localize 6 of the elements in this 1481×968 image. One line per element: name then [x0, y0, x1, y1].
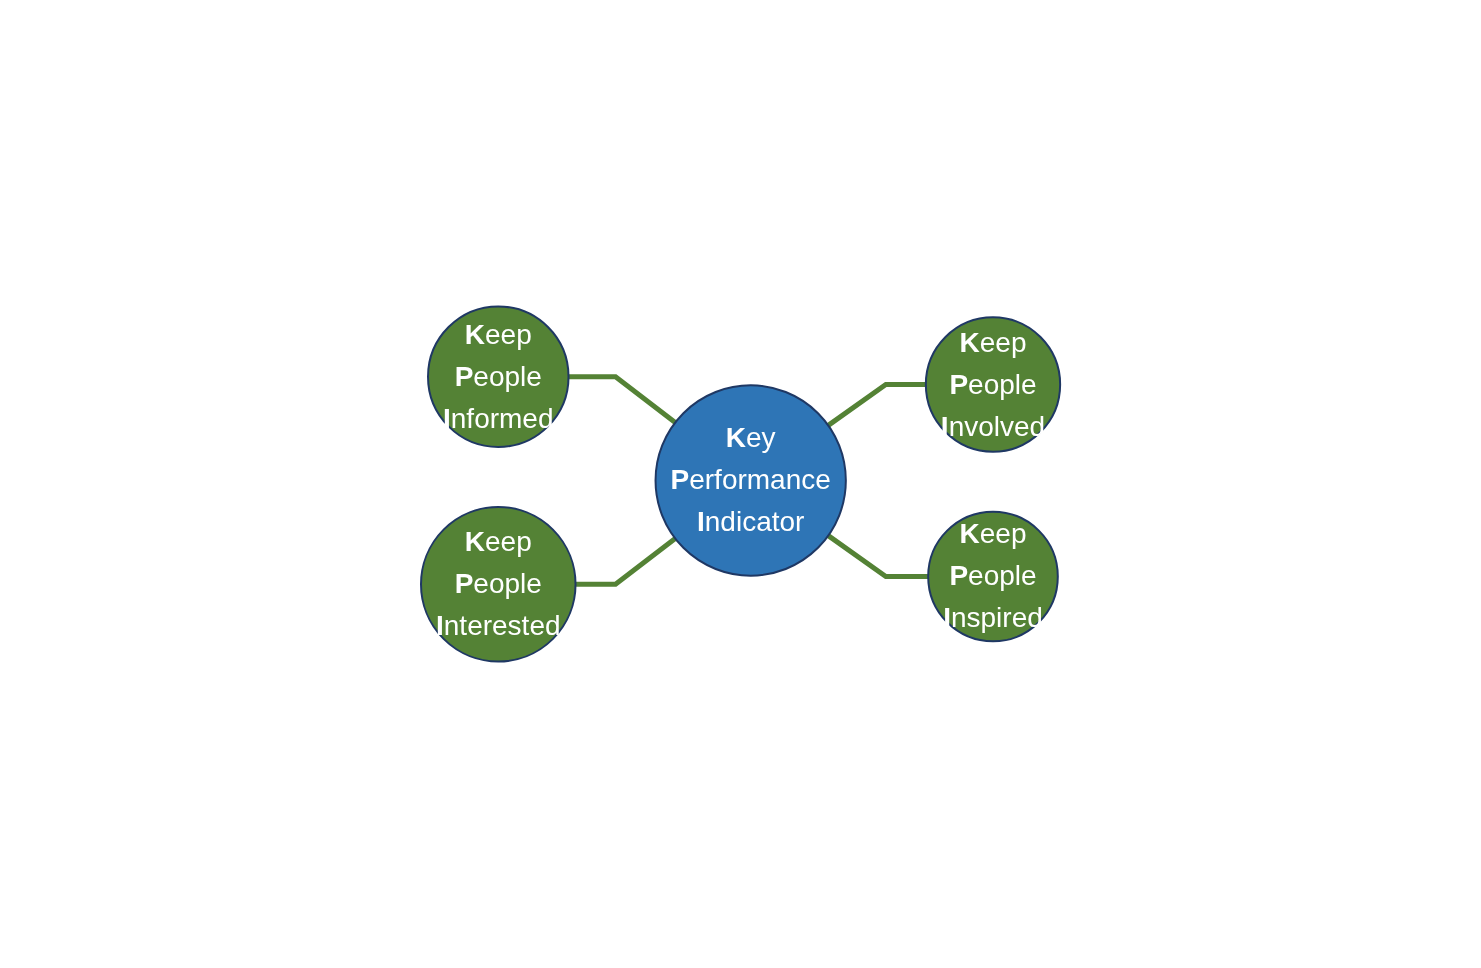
connector	[826, 382, 926, 428]
node-circle: Keep People Interested	[419, 506, 577, 663]
connector	[568, 374, 677, 425]
connector	[575, 536, 677, 587]
node-circle: Key Performance Indicator	[654, 384, 847, 577]
connector	[826, 533, 929, 579]
